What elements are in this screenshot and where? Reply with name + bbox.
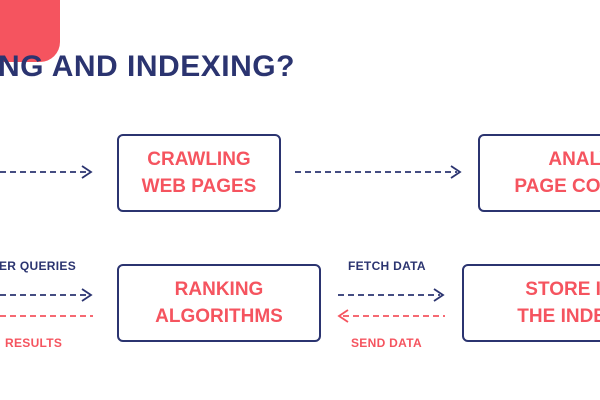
ranking-box-line-2: ALGORITHMS <box>155 306 283 327</box>
arrow-queries-to-ranking <box>0 288 93 302</box>
store-in-index-box: STORE IN THE INDE <box>462 264 600 342</box>
analyze-page-content-box: ANALYZ PAGE CON <box>478 134 600 212</box>
send-data-label: SEND DATA <box>351 336 422 350</box>
arrow-crawling-to-analyze <box>295 165 462 179</box>
page-title: NG AND INDEXING? <box>0 50 295 83</box>
analyze-box-line-2: PAGE CON <box>514 176 600 197</box>
user-queries-label: ER QUERIES <box>0 259 77 273</box>
ranking-box-line-1: RANKING <box>174 279 264 300</box>
section-tag: s <box>0 0 60 62</box>
crawling-web-pages-box: CRAWLING WEB PAGES <box>117 134 281 212</box>
arrow-fetch-data <box>338 288 445 302</box>
arrow-send-data <box>337 309 445 323</box>
arrow-into-crawling <box>0 165 93 179</box>
analyze-box-line-1: ANALYZ <box>548 149 600 170</box>
ranking-algorithms-box: RANKING ALGORITHMS <box>117 264 321 342</box>
crawling-box-line-2: WEB PAGES <box>141 176 257 197</box>
results-label: RESULTS <box>5 336 63 350</box>
fetch-data-label: FETCH DATA <box>348 259 426 273</box>
store-box-line-2: THE INDE <box>517 306 600 327</box>
store-box-line-1: STORE IN <box>525 279 600 300</box>
crawling-box-line-1: CRAWLING <box>147 149 251 170</box>
